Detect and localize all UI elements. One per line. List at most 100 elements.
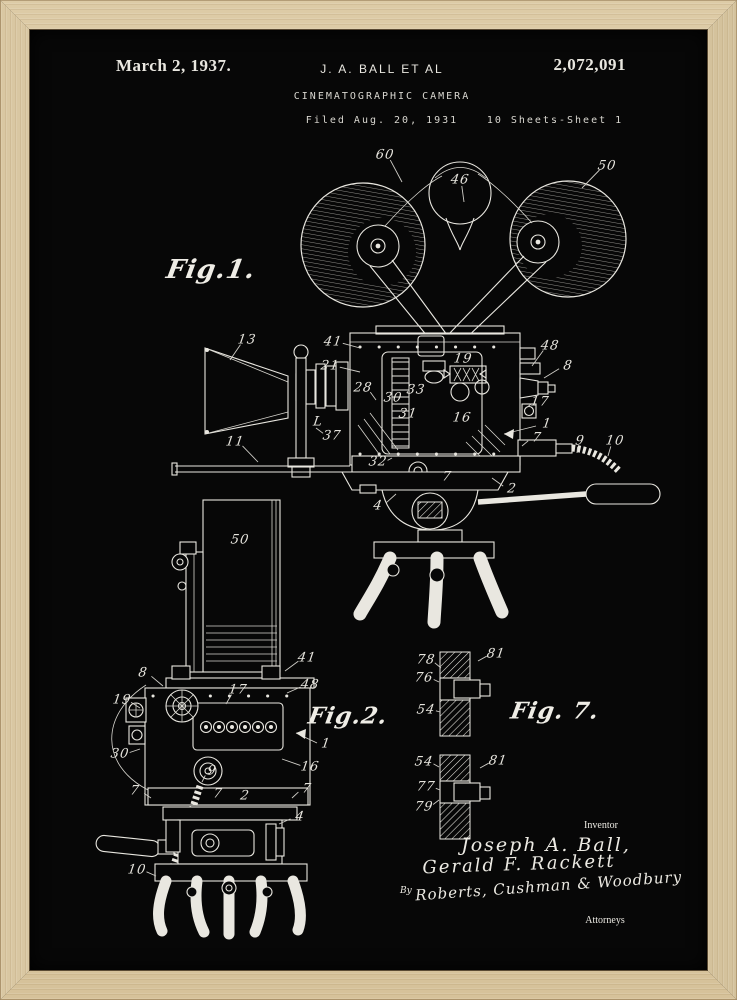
patent-date: March 2, 1937. (116, 56, 232, 75)
leader-fig2-41 (284, 660, 299, 672)
patent-filed-line: Filed Aug. 20, 1931 (305, 115, 459, 126)
frame-left (0, 0, 30, 1000)
fig2-drawing (95, 499, 318, 940)
ref-label-fig1-7: 7 (531, 430, 543, 446)
leader-fig1-41 (342, 342, 361, 349)
leader-fig7-76 (433, 679, 440, 683)
leader-fig2-7 (143, 793, 152, 799)
fig1-flexible-shaft (571, 444, 623, 475)
leader-fig2-9 (201, 775, 206, 783)
leader-fig1-17 (525, 404, 532, 409)
ref-label-fig2-10: 10 (126, 862, 148, 878)
leader-fig1-37 (315, 427, 324, 434)
fig1-counter (443, 365, 487, 384)
fig2-side-mechanism (171, 541, 204, 673)
leader-fig7-81 (479, 762, 489, 769)
leader-fig1-60 (389, 159, 403, 183)
patent-title: CINEMATOGRAPHIC CAMERA (293, 91, 471, 102)
ref-label-fig2-7: 7 (212, 786, 224, 802)
fig1-camera-door (381, 351, 483, 455)
ref-label-fig1-48: 48 (539, 338, 561, 354)
leader-fig2-10 (146, 871, 157, 877)
leader-fig1-28 (369, 391, 377, 401)
fig1-left-pulley (356, 224, 400, 268)
by-label: By (400, 886, 412, 896)
ref-label-fig1-2: 2 (506, 481, 518, 497)
ref-label-fig1-11: 11 (224, 434, 246, 450)
ref-label-fig1-21: 21 (319, 358, 341, 374)
leader-fig2-8 (151, 675, 164, 687)
leader-fig1-7 (521, 440, 529, 447)
frame-top (0, 0, 737, 30)
leader-fig1-32 (387, 457, 393, 461)
ref-label-fig1-41: 41 (322, 334, 344, 350)
ref-label-fig1-8: 8 (562, 358, 574, 374)
ref-label-fig1-33: 33 (405, 382, 427, 398)
leader-fig7-54 (435, 710, 441, 713)
ref-label-fig7-81: 81 (485, 646, 507, 662)
attorneys-label: Attorneys (585, 915, 625, 926)
ref-label-fig7-54: 54 (415, 702, 437, 718)
frame-right (707, 0, 737, 1000)
ref-label-fig1-31: 31 (397, 406, 419, 422)
leader-fig7-78 (434, 662, 442, 669)
fig7-drawing (439, 651, 491, 840)
leader-lines (129, 159, 612, 877)
fig1-film-gate (391, 357, 410, 449)
inventor-heading: Inventor (584, 820, 618, 831)
ref-label-fig1-7: 7 (441, 469, 453, 485)
leader-fig2-30 (129, 748, 141, 753)
leader-fig7-77 (435, 787, 441, 791)
fig2-magazine (202, 499, 281, 673)
ref-label-fig2-8: 8 (137, 665, 149, 681)
leader-fig2-16 (281, 758, 301, 766)
leader-fig1-9 (576, 446, 579, 454)
ref-label-fig2-1: 1 (320, 736, 332, 752)
ref-label-fig2-19: 19 (111, 692, 133, 708)
ref-label-fig2-17: 17 (227, 682, 249, 698)
ref-label-fig2-7: 7 (301, 781, 313, 797)
patent-drawing (95, 159, 661, 940)
ref-label-fig7-77: 77 (415, 779, 437, 795)
ref-label-fig7-54: 54 (413, 754, 435, 770)
ref-label-fig1-19: 19 (452, 351, 474, 367)
leader-fig2-19 (130, 702, 141, 709)
leader-fig1-2 (491, 477, 504, 487)
fig1-right-pulley (516, 220, 560, 264)
fig1-camera-body (349, 332, 521, 466)
fig1-tripod (353, 541, 509, 629)
fig1-support-rails (175, 465, 350, 473)
ref-label-fig1-32: 32 (367, 454, 389, 470)
fig7-section-top (439, 651, 491, 737)
fig1-matte-box (204, 347, 289, 435)
ref-label-fig1-9: 9 (574, 433, 586, 449)
leader-fig1-48 (531, 350, 544, 367)
ref-label-fig2-7: 7 (129, 783, 141, 799)
ref-label-fig2-41: 41 (296, 650, 318, 666)
fig2-tripod-base (153, 863, 308, 940)
leader-fig7-81 (477, 655, 487, 662)
patent-poster: March 2, 1937. J. A. BALL ET AL 2,072,09… (30, 30, 707, 970)
leader-fig7-79 (432, 799, 440, 805)
fig2-tripod-head (162, 806, 298, 865)
ref-label-fig2-48: 48 (299, 677, 321, 693)
ref-label-fig1-60: 60 (374, 147, 396, 163)
leader-fig2-7 (291, 791, 299, 799)
ref-label-fig2-2: 2 (239, 788, 251, 804)
ref-label-fig1-37: 37 (321, 428, 343, 444)
fig7-section-bottom (439, 754, 491, 840)
ref-label-fig2-4: 4 (294, 809, 306, 825)
ref-label-fig1-13: 13 (236, 332, 258, 348)
ref-label-fig2-9: 9 (206, 763, 218, 779)
fig2-crank-disc (193, 756, 223, 786)
ref-label-fig1-10: 10 (604, 433, 626, 449)
ref-label-fig1-28: 28 (352, 380, 374, 396)
leader-fig1-11 (242, 445, 259, 463)
leader-fig1-13 (229, 344, 241, 361)
ref-label-fig1-4: 4 (372, 498, 384, 514)
fig2-front-panel (192, 702, 284, 751)
leader-fig1-21 (339, 366, 361, 373)
leader-fig2-17 (225, 694, 232, 705)
leader-fig2-48 (286, 686, 301, 694)
fig2-panel-buttons (199, 720, 278, 734)
